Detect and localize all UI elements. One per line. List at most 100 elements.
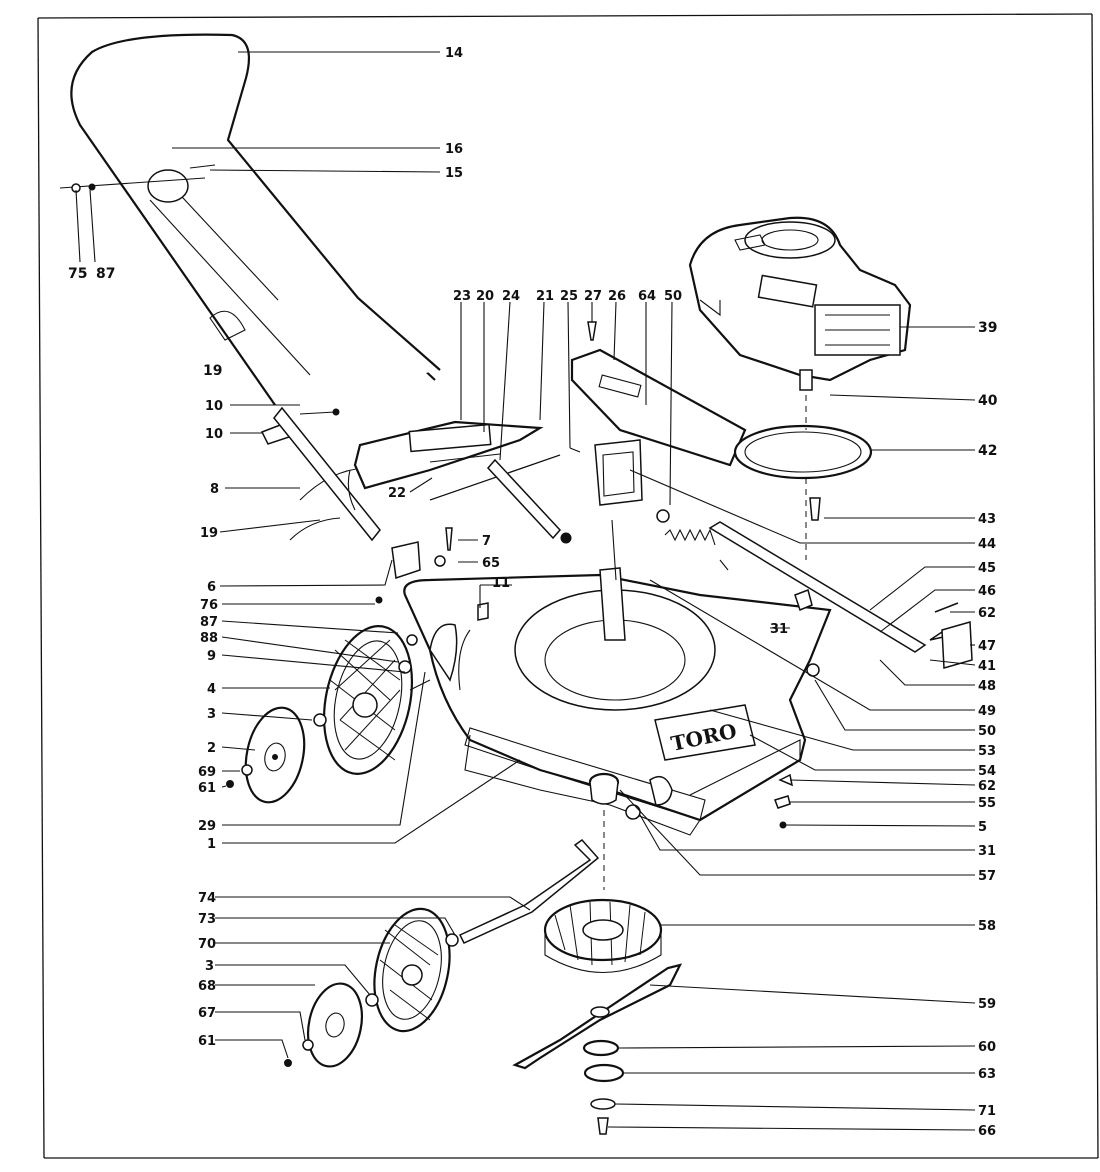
spring-44: [664, 528, 716, 546]
callout-22: 22: [388, 486, 406, 501]
height-bar-45: [708, 521, 927, 653]
callout-73: 73: [198, 912, 216, 927]
callout-21: 21: [536, 289, 554, 304]
callout-10a: 10: [205, 399, 223, 414]
callout-50a: 50: [664, 289, 682, 304]
callout-49: 49: [978, 704, 996, 719]
mower-deck: TORO: [403, 348, 927, 836]
rear-wheel-4: [322, 625, 414, 775]
bolt-43: [809, 497, 821, 521]
callout-19a: 19: [203, 363, 222, 379]
callout-50b: 50: [978, 724, 996, 739]
callout-40: 40: [978, 393, 998, 409]
handle-assembly: [59, 33, 441, 604]
callout-60: 60: [978, 1040, 996, 1055]
callout-75: 75: [68, 266, 87, 282]
axle-74: [458, 838, 600, 944]
callout-2: 2: [207, 741, 216, 756]
callout-53: 53: [978, 744, 996, 759]
callout-7: 7: [482, 534, 491, 549]
nut-61: [226, 780, 234, 788]
callout-59: 59: [978, 997, 996, 1012]
knob-50: [656, 509, 670, 523]
callout-62a: 62: [978, 606, 996, 621]
screw-27: [587, 321, 597, 341]
callout-19b: 19: [200, 526, 218, 541]
callout-54: 54: [978, 764, 996, 779]
callout-43: 43: [978, 512, 996, 527]
callout-61a: 61: [198, 781, 216, 796]
callout-55: 55: [978, 796, 996, 811]
callout-26: 26: [608, 289, 626, 304]
callout-1: 1: [207, 837, 216, 852]
callout-39: 39: [978, 320, 997, 336]
handle-bracket-6: [391, 541, 421, 579]
callout-8: 8: [210, 482, 219, 497]
callout-65: 65: [482, 556, 500, 571]
hubcap-2: [244, 706, 306, 804]
callout-11: 11: [492, 576, 510, 591]
callout-24: 24: [502, 289, 520, 304]
callout-76: 76: [200, 598, 218, 613]
rod-21: [429, 454, 561, 501]
callout-23: 23: [453, 289, 471, 304]
callout-87b: 87: [200, 615, 218, 630]
fastener-65: [434, 555, 446, 567]
screw-7: [445, 527, 453, 551]
callout-57: 57: [978, 869, 996, 884]
handle-bracket: [147, 169, 189, 203]
callout-29: 29: [198, 819, 216, 834]
callout-31a: 31: [770, 622, 788, 637]
callout-64a: 64: [638, 289, 656, 304]
callout-6: 6: [207, 580, 216, 595]
front-wheel-70: [373, 907, 451, 1033]
callout-20: 20: [476, 289, 494, 304]
callout-10b: 10: [205, 427, 223, 442]
bushing-3: [313, 713, 327, 727]
callout-5: 5: [978, 820, 987, 835]
gasket-ring-42: [733, 424, 873, 480]
leader-lines: [75, 51, 976, 1131]
callout-46: 46: [978, 584, 996, 599]
callout-31b: 31: [978, 844, 996, 859]
callout-87: 87: [96, 266, 115, 282]
callout-25: 25: [560, 289, 578, 304]
callout-15: 15: [445, 166, 463, 181]
callout-58: 58: [978, 919, 996, 934]
callout-68: 68: [198, 979, 216, 994]
callout-14: 14: [445, 46, 463, 61]
blade-adapter-58: [543, 898, 663, 974]
callout-41: 41: [978, 659, 996, 674]
callout-45: 45: [978, 561, 996, 576]
washer-71: [590, 1098, 616, 1110]
engine-39: [688, 216, 912, 391]
callout-labels: 14 16 15 75 87 19 10 10 8 19 6 76 87 88 …: [68, 46, 998, 1139]
callout-66: 66: [978, 1124, 996, 1139]
callout-71: 71: [978, 1104, 996, 1119]
washer-63: [583, 1063, 625, 1083]
washer-69: [241, 764, 253, 776]
callout-3b: 3: [205, 959, 214, 974]
callout-42: 42: [978, 443, 997, 459]
callout-4: 4: [207, 682, 216, 697]
callout-61b: 61: [198, 1034, 216, 1049]
callout-70: 70: [198, 937, 216, 952]
bracket-47: [941, 621, 973, 669]
page-frame: [37, 13, 1099, 1159]
knob-87: [88, 183, 96, 191]
callout-9: 9: [207, 649, 216, 664]
bolt-66: [597, 1117, 609, 1135]
washer-60: [582, 1039, 620, 1057]
callout-47: 47: [978, 639, 996, 654]
callout-74: 74: [198, 891, 216, 906]
callout-88: 88: [200, 631, 218, 646]
hubcap-68: [307, 982, 363, 1068]
callout-48: 48: [978, 679, 996, 694]
callout-44: 44: [978, 537, 996, 552]
callout-62b: 62: [978, 779, 996, 794]
callout-67: 67: [198, 1006, 216, 1021]
callout-27: 27: [584, 289, 602, 304]
callout-3a: 3: [207, 707, 216, 722]
callout-16: 16: [445, 142, 463, 157]
